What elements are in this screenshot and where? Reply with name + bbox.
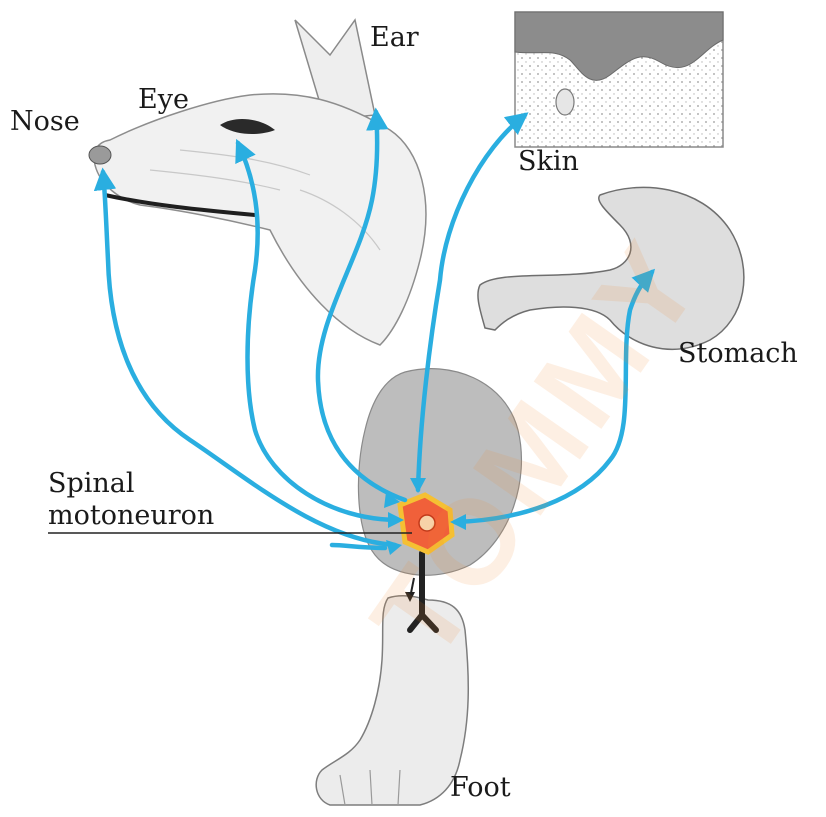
label-nose: Nose bbox=[10, 106, 80, 137]
label-foot: Foot bbox=[450, 772, 511, 803]
label-stomach: Stomach bbox=[678, 338, 798, 369]
skin-illustration bbox=[515, 12, 723, 147]
label-skin: Skin bbox=[518, 146, 579, 177]
label-spinal-line1: Spinal bbox=[48, 468, 214, 500]
label-eye: Eye bbox=[138, 84, 189, 115]
label-spinal-line2: motoneuron bbox=[48, 500, 214, 532]
label-ear: Ear bbox=[370, 22, 419, 53]
label-spinal-motoneuron: Spinal motoneuron bbox=[48, 468, 214, 532]
